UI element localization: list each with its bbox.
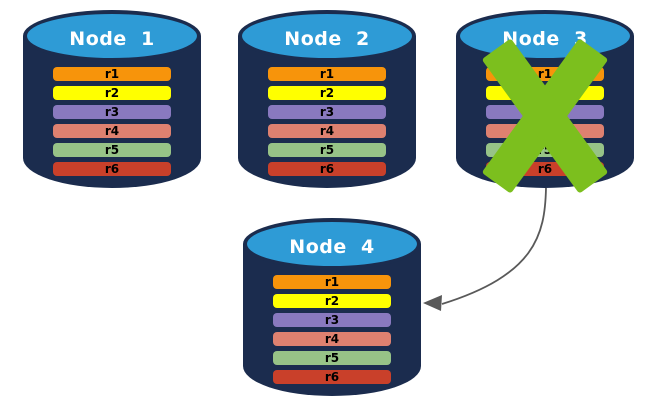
table-row: r1 bbox=[268, 67, 386, 81]
table-row: r2 bbox=[268, 86, 386, 100]
failure-x-icon bbox=[456, 10, 634, 194]
table-row: r3 bbox=[273, 313, 391, 327]
table-row: r4 bbox=[268, 124, 386, 138]
node-3: Node 3 r1 r2 r3 r4 r5 r6 bbox=[456, 10, 634, 194]
node-1-title: Node 1 bbox=[69, 28, 155, 50]
table-row: r1 bbox=[273, 275, 391, 289]
node-2-cylinder-top: Node 2 bbox=[238, 10, 416, 62]
node-4-title: Node 4 bbox=[289, 236, 375, 258]
table-row: r5 bbox=[273, 351, 391, 365]
node-1: Node 1 r1 r2 r3 r4 r5 r6 bbox=[23, 10, 201, 188]
table-row: r5 bbox=[268, 143, 386, 157]
node-1-rows: r1 r2 r3 r4 r5 r6 bbox=[53, 67, 171, 176]
node-4: Node 4 r1 r2 r3 r4 r5 r6 bbox=[243, 218, 421, 396]
table-row: r1 bbox=[53, 67, 171, 81]
table-row: r3 bbox=[268, 105, 386, 119]
table-row: r5 bbox=[53, 143, 171, 157]
node-4-cylinder-top: Node 4 bbox=[243, 218, 421, 270]
arrow-curve bbox=[441, 187, 547, 305]
node-2-rows: r1 r2 r3 r4 r5 r6 bbox=[268, 67, 386, 176]
node-3-cylinder-top: Node 3 bbox=[456, 10, 634, 62]
node-4-rows: r1 r2 r3 r4 r5 r6 bbox=[273, 275, 391, 384]
table-row: r6 bbox=[268, 162, 386, 176]
node-2: Node 2 r1 r2 r3 r4 r5 r6 bbox=[238, 10, 416, 188]
node-2-title: Node 2 bbox=[284, 28, 370, 50]
table-row: r2 bbox=[273, 294, 391, 308]
table-row: r6 bbox=[53, 162, 171, 176]
table-row: r2 bbox=[53, 86, 171, 100]
table-row: r3 bbox=[53, 105, 171, 119]
table-row: r4 bbox=[273, 332, 391, 346]
node-1-cylinder-top: Node 1 bbox=[23, 10, 201, 62]
arrowhead-icon bbox=[423, 295, 442, 311]
table-row: r4 bbox=[53, 124, 171, 138]
table-row: r6 bbox=[273, 370, 391, 384]
